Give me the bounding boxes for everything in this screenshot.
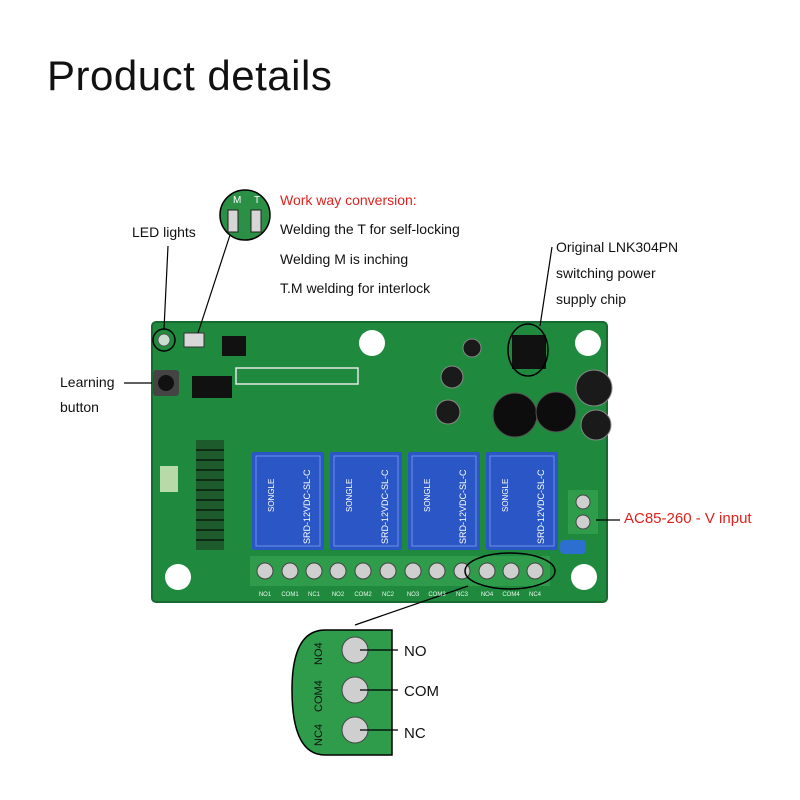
terminal-zoom: NO4 COM4 NC4 (291, 629, 393, 756)
callout-terminals (464, 552, 556, 590)
terminal-label: NC2 (382, 592, 395, 598)
capacitor (435, 399, 461, 425)
zoom-label-nc4: NC4 (313, 724, 325, 746)
inductor (492, 392, 538, 438)
jumper-zoom: M T (219, 189, 271, 241)
terminal-label: NC4 (529, 592, 542, 598)
chip-label-line3: supply chip (556, 291, 627, 307)
terminal-label: NC3 (456, 592, 469, 598)
antenna-coil (196, 440, 224, 550)
lnk304-chip (512, 335, 546, 369)
leader-led (163, 245, 169, 330)
learning-label-line1: Learning (60, 374, 115, 390)
terminal-screws (256, 562, 544, 580)
relay-model-text: SRD-12VDC-SL-C (536, 469, 546, 544)
terminal-label: NO4 (481, 592, 494, 598)
relay-brand-text: SONGLE (423, 479, 432, 512)
relay: SRD-12VDC-SL-C SONGLE (330, 452, 402, 550)
terminal-label: COM2 (354, 592, 372, 598)
relay: SRD-12VDC-SL-C SONGLE (486, 452, 558, 550)
terminal-label: COM4 (502, 592, 520, 598)
relay-model-text: SRD-12VDC-SL-C (380, 469, 390, 544)
self-locking-text: Welding the T for self-locking (280, 221, 460, 237)
relay-brand-text: SONGLE (267, 479, 276, 512)
terminal-label: NC1 (308, 592, 321, 598)
com-label: COM (404, 683, 439, 700)
relay-model-text: SRD-12VDC-SL-C (458, 469, 468, 544)
relay-model-text: SRD-12VDC-SL-C (302, 469, 312, 544)
mount-hole (571, 564, 597, 590)
ic-chip (192, 376, 232, 398)
leader-zoom (354, 585, 469, 626)
led-light (157, 333, 171, 347)
jumper-pads (183, 332, 205, 348)
relay-brand-text: SONGLE (501, 479, 510, 512)
capacitor (462, 338, 482, 358)
work-way-heading: Work way conversion: (280, 192, 417, 208)
jumper-label-m: M (233, 195, 241, 206)
zoom-label-com4: COM4 (313, 680, 325, 712)
mount-hole (575, 330, 601, 356)
terminal-label: NO2 (332, 592, 345, 598)
relay-brand-text: SONGLE (345, 479, 354, 512)
capacitor (575, 369, 613, 407)
terminal-label: COM3 (428, 592, 446, 598)
relay: SRD-12VDC-SL-C SONGLE (252, 452, 324, 550)
page-title: Product details (47, 52, 333, 99)
terminal-label: NO3 (407, 592, 420, 598)
ic-socket (235, 367, 359, 385)
relay: SRD-12VDC-SL-C SONGLE (408, 452, 480, 550)
capacitor (440, 365, 464, 389)
mount-hole (359, 330, 385, 356)
led-lights-label: LED lights (132, 224, 196, 240)
zoom-label-no4: NO4 (313, 642, 325, 665)
chip-label-line2: switching power (556, 265, 656, 281)
no-label: NO (404, 643, 427, 660)
inductor (535, 391, 577, 433)
chip-label-line1: Original LNK304PN (556, 239, 679, 255)
callout-chip (507, 323, 549, 377)
jumper-label-t: T (254, 195, 260, 206)
leader-chip (539, 246, 553, 327)
terminal-block (250, 556, 550, 586)
terminal-label: NO1 (259, 592, 272, 598)
ic-chip (222, 336, 246, 356)
mount-hole (165, 564, 191, 590)
nc-label: NC (404, 725, 426, 742)
inching-text: Welding M is inching (280, 251, 409, 267)
learning-label-line2: button (60, 399, 99, 415)
interlock-text: T.M welding for interlock (280, 280, 431, 296)
capacitor (580, 409, 612, 441)
terminal-label: COM1 (281, 592, 299, 598)
ac-input-label: AC85-260 - V input (624, 510, 752, 527)
leader-jumper (197, 234, 231, 334)
